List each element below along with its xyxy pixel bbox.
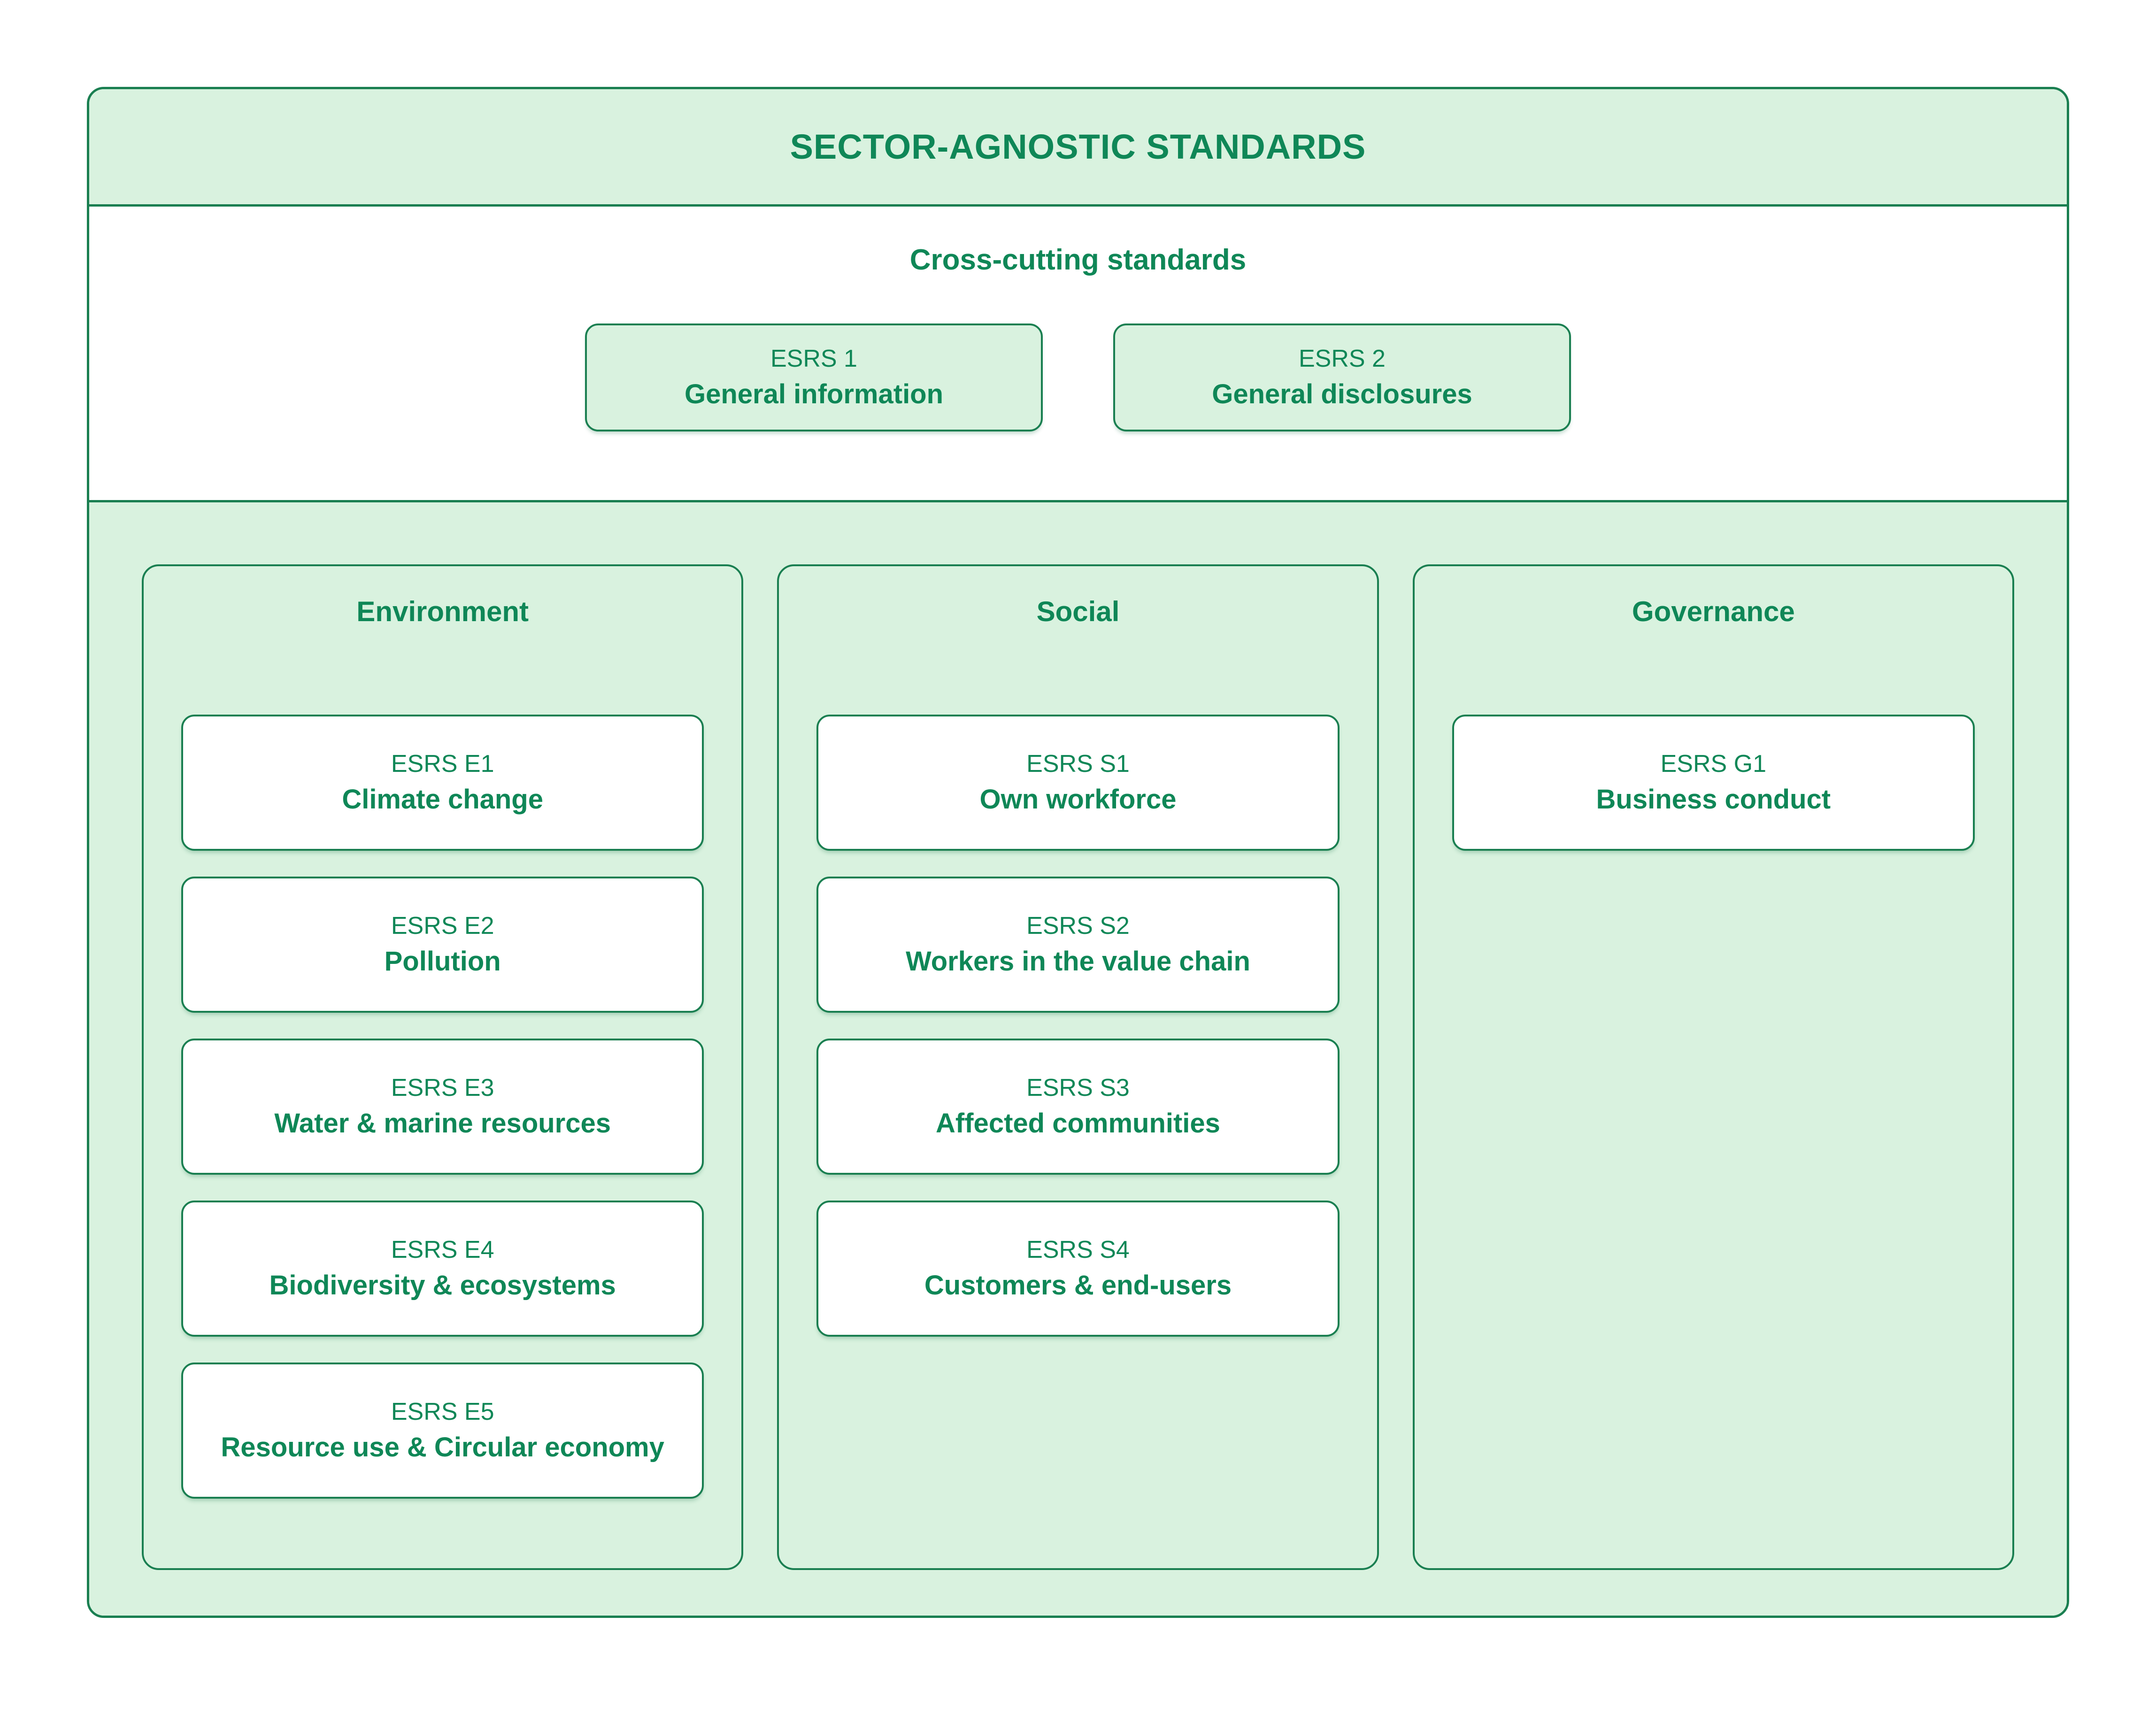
standard-name: Business conduct	[1596, 784, 1831, 815]
standard-code: ESRS 2	[1299, 345, 1386, 372]
standard-card-esrs-2: ESRS 2 General disclosures	[1113, 323, 1571, 431]
standard-code: ESRS E1	[391, 750, 494, 778]
standard-card-esrs-s2: ESRS S2 Workers in the value chain	[816, 877, 1340, 1013]
standard-name: Affected communities	[936, 1108, 1220, 1139]
standard-card-esrs-g1: ESRS G1 Business conduct	[1452, 715, 1975, 851]
standard-code: ESRS 1	[770, 345, 857, 372]
standard-name: Resource use & Circular economy	[221, 1432, 664, 1463]
standard-card-esrs-s4: ESRS S4 Customers & end-users	[816, 1201, 1340, 1337]
pillar-title: Environment	[356, 596, 529, 627]
standard-card-esrs-s3: ESRS S3 Affected communities	[816, 1039, 1340, 1175]
sector-agnostic-board: SECTOR-AGNOSTIC STANDARDS Cross-cutting …	[87, 87, 2069, 1618]
pillar-cards: ESRS S1 Own workforce ESRS S2 Workers in…	[816, 715, 1340, 1337]
standard-name: Water & marine resources	[274, 1108, 611, 1139]
standard-card-esrs-1: ESRS 1 General information	[585, 323, 1043, 431]
standard-name: General disclosures	[1212, 379, 1472, 409]
pillar-cards: ESRS G1 Business conduct	[1452, 715, 1975, 851]
standard-name: Own workforce	[979, 784, 1177, 815]
board-title: SECTOR-AGNOSTIC STANDARDS	[790, 127, 1366, 166]
standard-name: Climate change	[342, 784, 543, 815]
cross-cutting-heading: Cross-cutting standards	[909, 244, 1247, 276]
pillar-governance: Governance ESRS G1 Business conduct	[1412, 564, 2014, 1570]
standard-code: ESRS S2	[1026, 912, 1130, 939]
standard-card-esrs-e3: ESRS E3 Water & marine resources	[181, 1039, 704, 1175]
standard-card-esrs-s1: ESRS S1 Own workforce	[816, 715, 1340, 851]
standard-card-esrs-e2: ESRS E2 Pollution	[181, 877, 704, 1013]
standard-code: ESRS E4	[391, 1236, 494, 1263]
standard-code: ESRS S4	[1026, 1236, 1130, 1263]
pillar-title: Governance	[1632, 596, 1795, 627]
standard-code: ESRS S1	[1026, 750, 1130, 778]
standard-card-esrs-e4: ESRS E4 Biodiversity & ecosystems	[181, 1201, 704, 1337]
standard-code: ESRS E3	[391, 1074, 494, 1101]
cross-cutting-boxes: ESRS 1 General information ESRS 2 Genera…	[585, 323, 1571, 431]
standard-code: ESRS E5	[391, 1398, 494, 1425]
standard-code: ESRS E2	[391, 912, 494, 939]
standard-name: Customers & end-users	[924, 1270, 1232, 1301]
standard-name: General information	[684, 379, 944, 409]
board-header: SECTOR-AGNOSTIC STANDARDS	[89, 89, 2067, 207]
standard-card-esrs-e1: ESRS E1 Climate change	[181, 715, 704, 851]
standard-name: Pollution	[384, 946, 501, 977]
standard-code: ESRS S3	[1026, 1074, 1130, 1101]
cross-cutting-section: Cross-cutting standards ESRS 1 General i…	[89, 207, 2067, 502]
pillar-title: Social	[1036, 596, 1120, 627]
standard-card-esrs-e5: ESRS E5 Resource use & Circular economy	[181, 1363, 704, 1499]
standard-name: Biodiversity & ecosystems	[269, 1270, 616, 1301]
standard-name: Workers in the value chain	[906, 946, 1250, 977]
standard-code: ESRS G1	[1660, 750, 1767, 778]
pillar-environment: Environment ESRS E1 Climate change ESRS …	[142, 564, 744, 1570]
pillar-social: Social ESRS S1 Own workforce ESRS S2 Wor…	[777, 564, 1379, 1570]
pillar-cards: ESRS E1 Climate change ESRS E2 Pollution…	[181, 715, 704, 1499]
pillars-section: Environment ESRS E1 Climate change ESRS …	[89, 502, 2067, 1616]
